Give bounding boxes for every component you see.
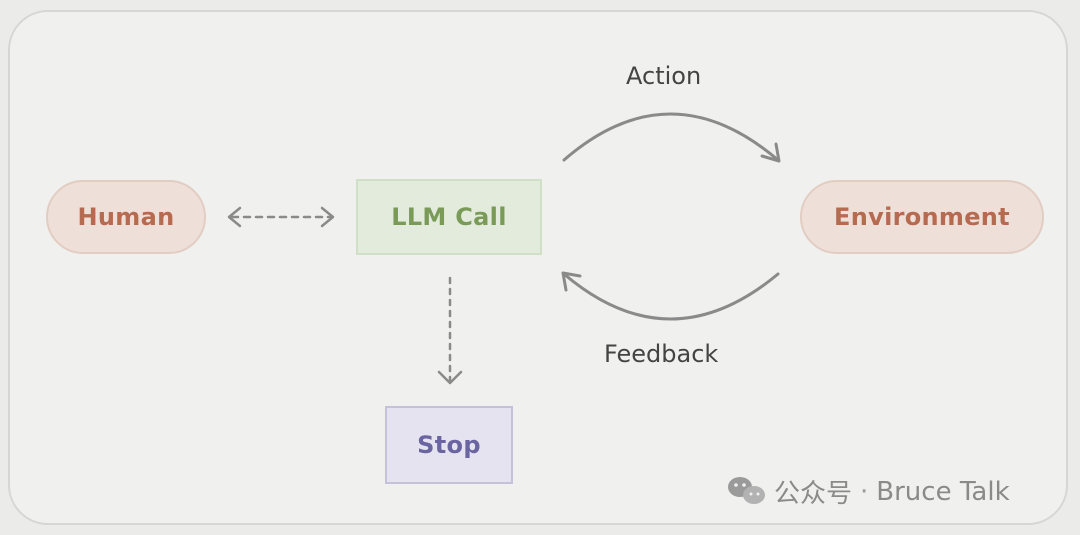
watermark: 公众号 · Bruce Talk — [726, 473, 1010, 510]
diagram-frame — [8, 10, 1068, 525]
action-label: Action — [626, 62, 702, 90]
llm-stop-arrow — [437, 276, 463, 385]
watermark-name: Bruce Talk — [876, 476, 1010, 507]
human-llm-arrow — [227, 206, 335, 228]
watermark-separator: · — [860, 476, 869, 507]
wechat-icon — [728, 477, 765, 504]
feedback-arrow — [561, 271, 780, 321]
llm-call-node: LLM Call — [356, 179, 542, 255]
action-arrow — [562, 112, 781, 163]
feedback-label: Feedback — [604, 340, 719, 368]
environment-node: Environment — [800, 180, 1044, 254]
stop-node: Stop — [385, 406, 513, 484]
watermark-account-type: 公众号 — [774, 479, 853, 509]
human-node: Human — [46, 180, 206, 254]
